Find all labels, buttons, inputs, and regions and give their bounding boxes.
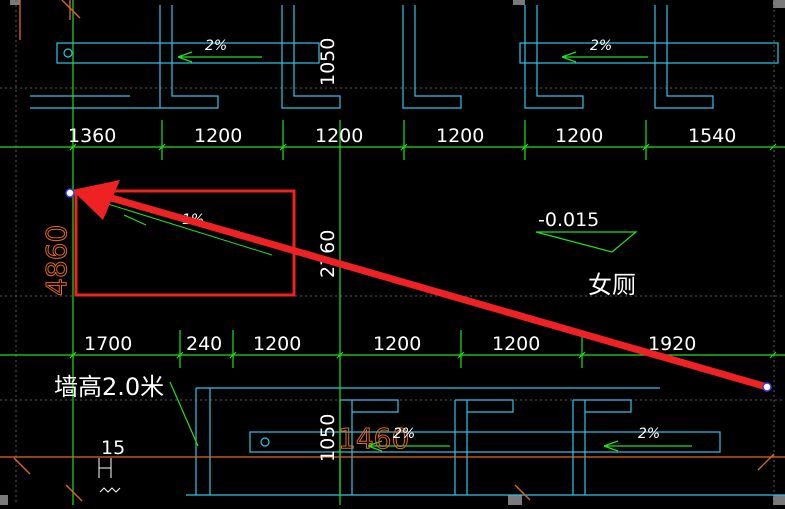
bottom-urinal-fixtures bbox=[186, 387, 785, 496]
dim-vertical-middle: 2760 bbox=[317, 230, 339, 278]
dim-vertical-bottom: 1050 bbox=[317, 414, 339, 462]
arrow-head-handle[interactable] bbox=[65, 188, 75, 198]
dim-top-1: 1360 bbox=[68, 125, 116, 147]
arrow-tail-handle[interactable] bbox=[762, 382, 772, 392]
dim-top-6: 1540 bbox=[688, 125, 736, 147]
top-dimension-texts: 1360 1200 1200 1200 1200 1540 bbox=[68, 125, 736, 147]
dim-top-4: 1200 bbox=[436, 125, 484, 147]
dim-top-3: 1200 bbox=[315, 125, 363, 147]
dim-vertical-top: 1050 bbox=[317, 38, 339, 86]
slope-label-top-right: 2% bbox=[590, 38, 612, 54]
annotation-arrow[interactable] bbox=[65, 180, 772, 392]
slope-label-bottom-right: 2% bbox=[638, 426, 660, 442]
dim-mid-2: 240 bbox=[186, 333, 222, 355]
top-urinal-fixtures bbox=[30, 5, 779, 109]
dim-orange-bottom: 1460 bbox=[338, 422, 409, 455]
dim-top-2: 1200 bbox=[194, 125, 242, 147]
annotation-highlight-box[interactable] bbox=[74, 189, 296, 297]
box-slope-line bbox=[94, 199, 273, 256]
dim-mid-3: 1200 bbox=[253, 333, 301, 355]
room-label: 女厕 bbox=[588, 271, 636, 299]
dim-mid-6: 1920 bbox=[648, 333, 696, 355]
wall-height-note: 墙高2.0米 bbox=[54, 373, 164, 401]
dim-mid-5: 1200 bbox=[492, 333, 540, 355]
stair-symbol bbox=[98, 458, 121, 493]
elevation-label: -0.015 bbox=[538, 209, 599, 231]
small-dim-label: 15 bbox=[101, 437, 125, 459]
slope-label-top-left: 2% bbox=[205, 38, 227, 54]
mid-dimension-texts: 1700 240 1200 1200 1200 1920 bbox=[84, 333, 696, 355]
dim-top-5: 1200 bbox=[555, 125, 603, 147]
dim-mid-4: 1200 bbox=[373, 333, 421, 355]
dim-orange-left: 4860 bbox=[40, 225, 73, 296]
slope-label-bottom-left: 2% bbox=[393, 426, 415, 442]
dim-mid-1: 1700 bbox=[84, 333, 132, 355]
